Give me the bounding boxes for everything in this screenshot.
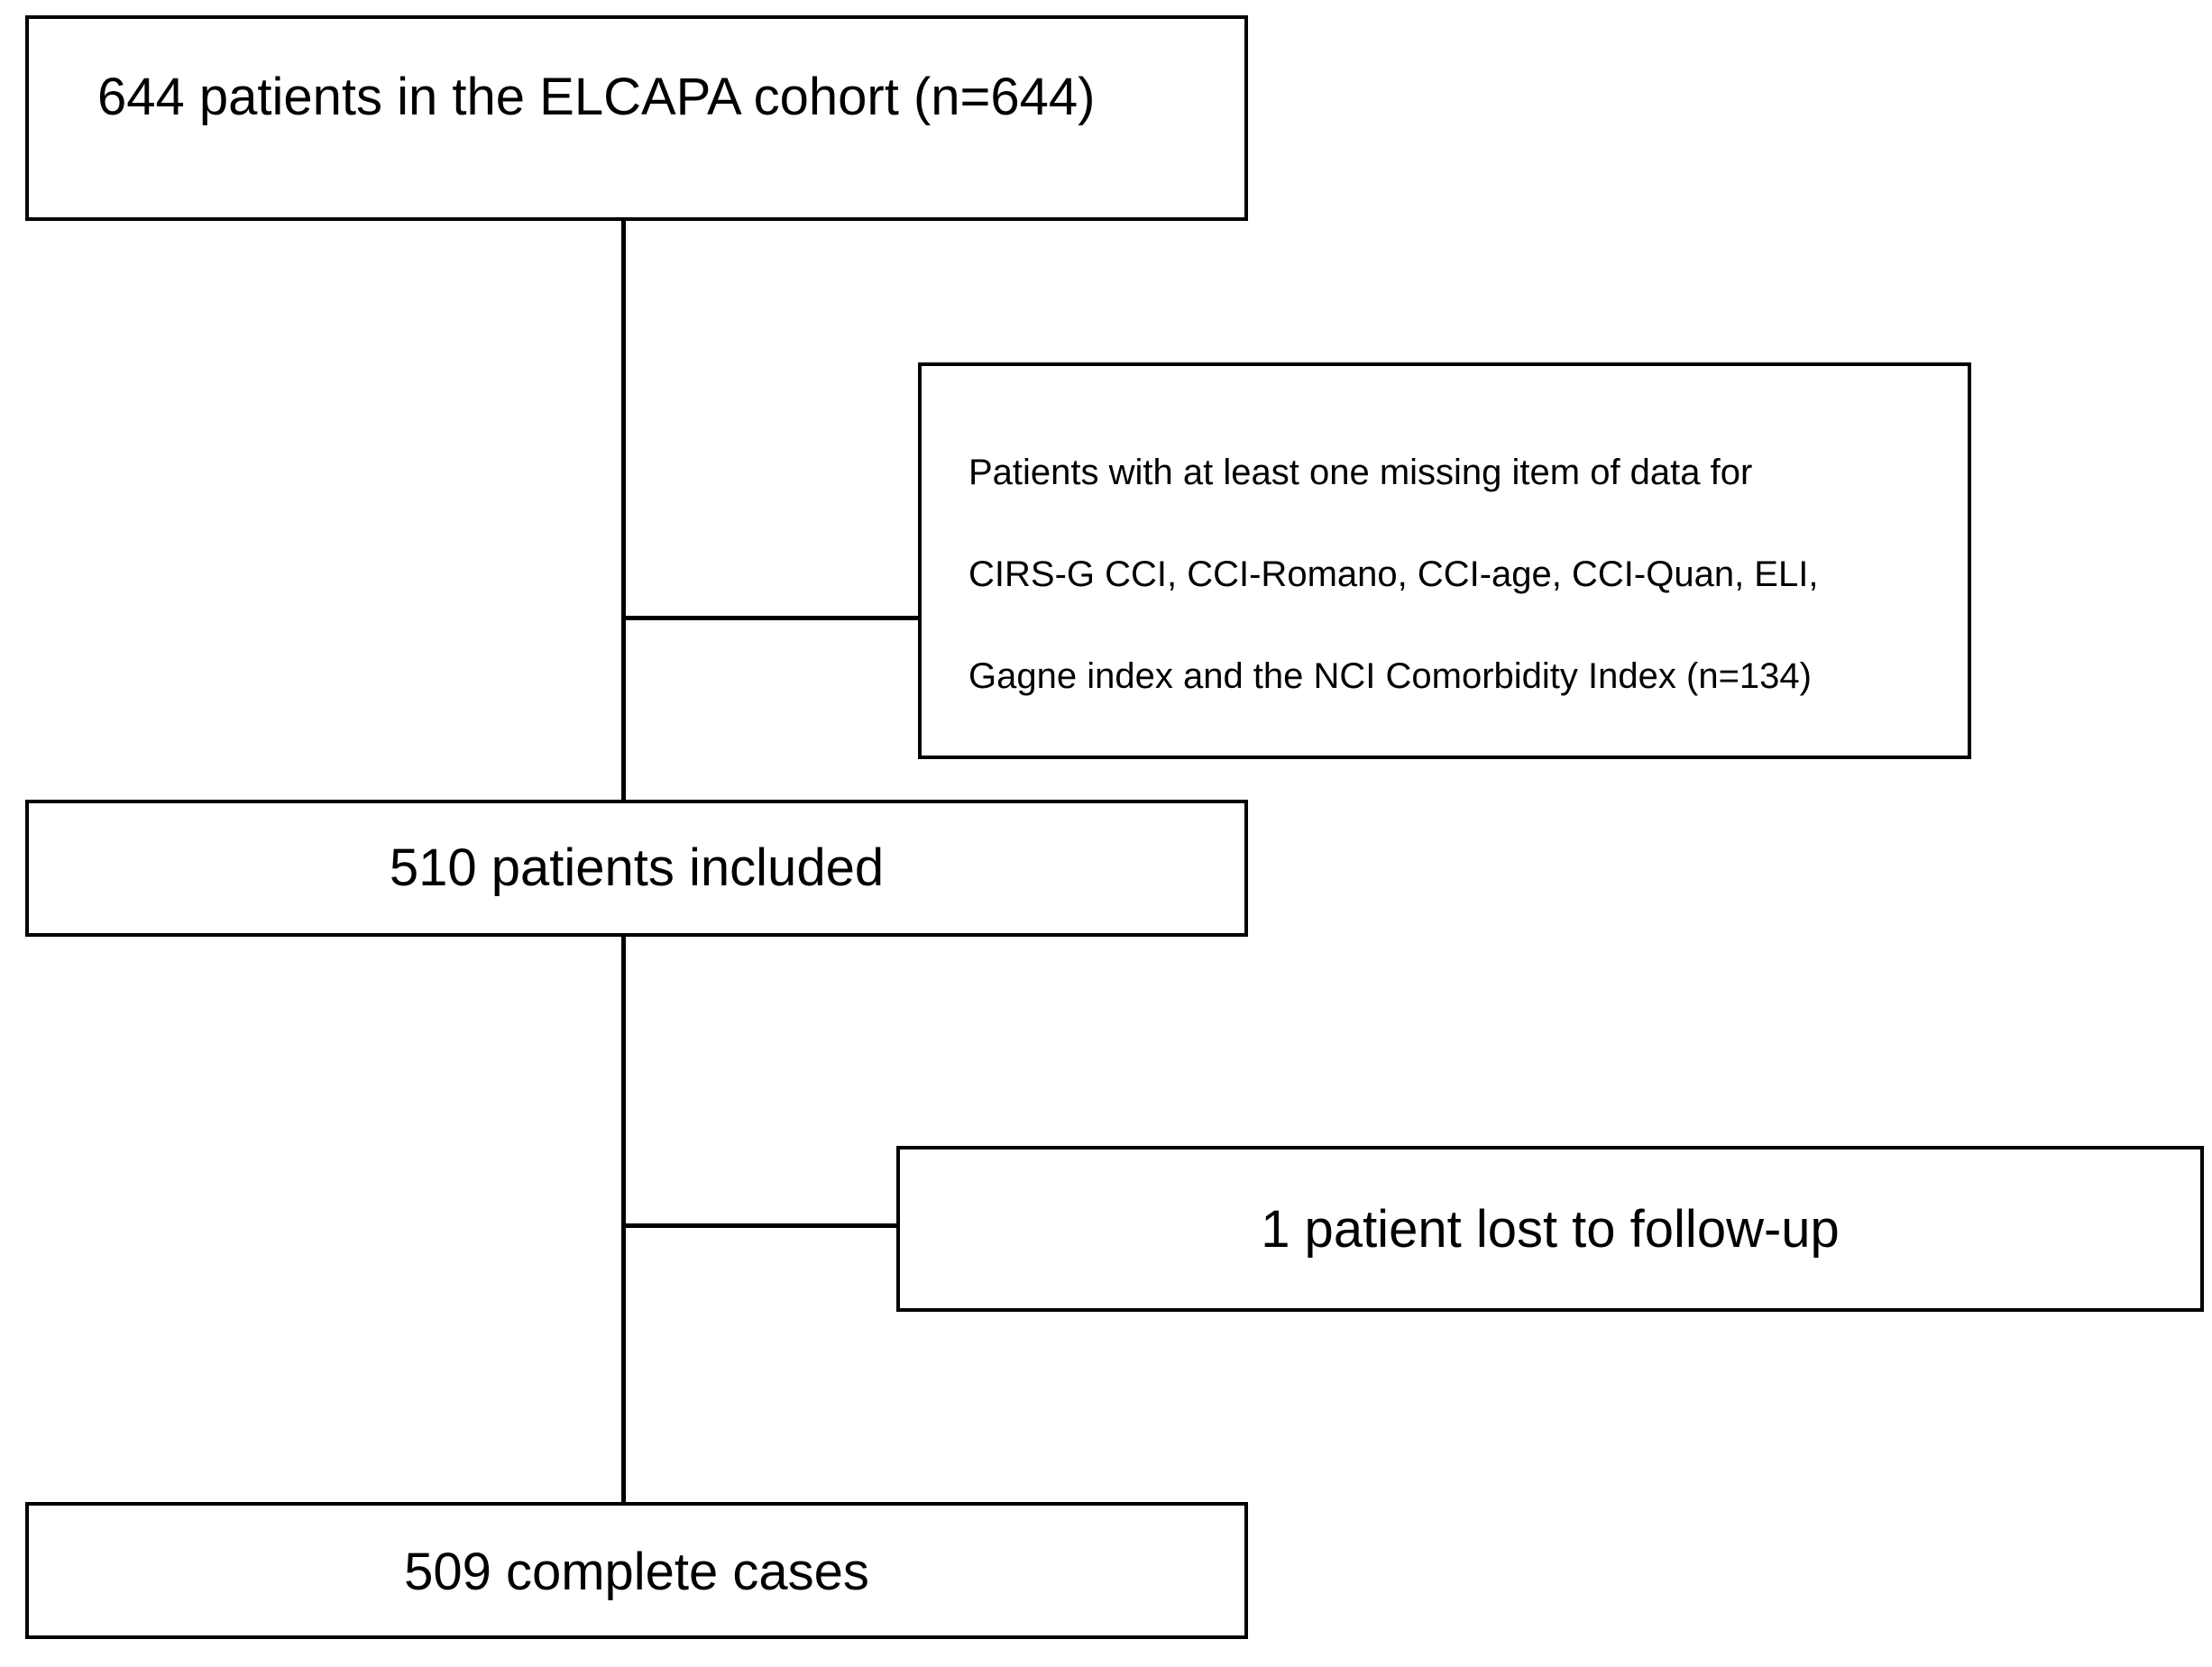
excluded-label-line-3: Gagne index and the NCI Comorbidity Inde… — [968, 656, 1812, 696]
connector-cohort-to-included — [621, 221, 626, 800]
cohort-label: 644 patients in the ELCAPA cohort (n=644… — [97, 68, 1096, 126]
included-label: 510 patients included — [389, 838, 885, 897]
excluded-label-line-2: CIRS-G CCI, CCI-Romano, CCI-age, CCI-Qua… — [968, 554, 1819, 594]
lost-to-follow-up-label: 1 patient lost to follow-up — [1261, 1200, 1840, 1259]
excluded-box: Patients with at least one missing item … — [918, 362, 1971, 759]
connector-to-lost — [621, 1223, 896, 1228]
connector-to-excluded — [621, 616, 918, 620]
excluded-label-line-1: Patients with at least one missing item … — [968, 453, 1753, 492]
cohort-box: 644 patients in the ELCAPA cohort (n=644… — [25, 15, 1248, 221]
complete-cases-box: 509 complete cases — [25, 1502, 1248, 1639]
connector-included-to-complete — [621, 937, 626, 1502]
excluded-label: Patients with at least one missing item … — [968, 422, 1818, 728]
included-box: 510 patients included — [25, 800, 1248, 937]
complete-cases-label: 509 complete cases — [404, 1543, 869, 1601]
lost-to-follow-up-box: 1 patient lost to follow-up — [896, 1146, 2204, 1312]
